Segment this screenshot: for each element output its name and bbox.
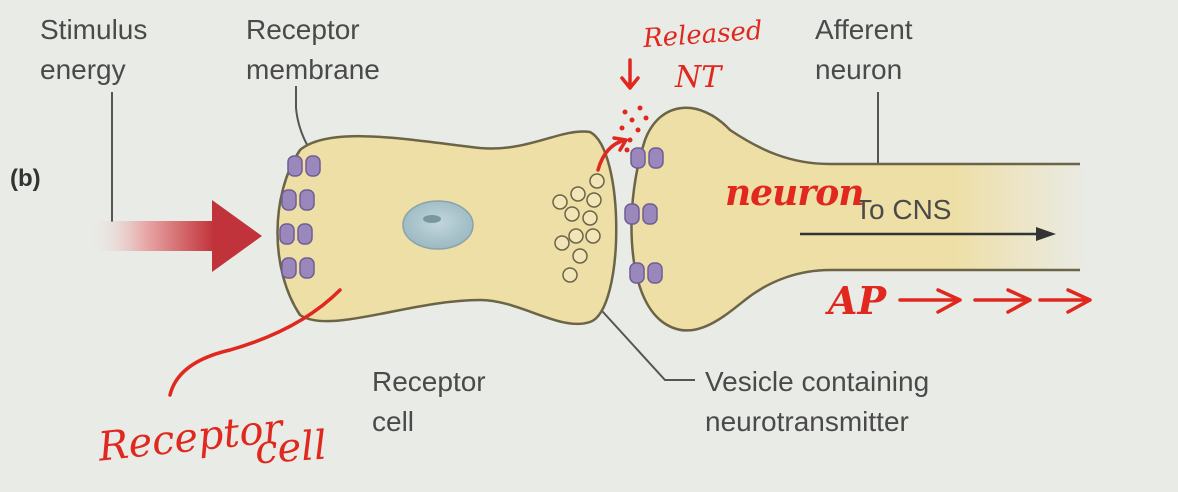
handwritten-annotations: [168, 58, 1092, 397]
receptor-proteins: [279, 155, 321, 279]
nucleus: [402, 200, 474, 250]
label-receptor-membrane: Receptor membrane: [246, 14, 380, 85]
vesicles: [552, 173, 605, 283]
label-vesicle: Vesicle containing neurotransmitter: [705, 366, 930, 437]
stimulus-arrow: [88, 200, 262, 272]
hand-cell: cell: [253, 422, 329, 474]
afferent-neuron-outline: [630, 106, 1080, 332]
label-afferent-neuron: Afferent neuron: [815, 14, 913, 85]
postsynaptic-receptors: [624, 147, 664, 284]
hand-nt: NT: [675, 60, 722, 95]
label-stimulus-energy: Stimulus energy: [40, 14, 148, 85]
hand-ap: AP: [828, 278, 887, 323]
vesicle-leader-line: [571, 277, 695, 381]
to-cns-arrow: [800, 227, 1056, 241]
panel-label: (b): [10, 165, 41, 192]
hand-neuron: neuron: [725, 172, 864, 214]
label-receptor-cell: Receptor cell: [372, 366, 486, 437]
nucleolus: [423, 215, 441, 223]
membrane-leader-line: [295, 86, 311, 151]
afferent-neuron-terminal: [631, 107, 1090, 331]
label-to-cns: To CNS: [855, 194, 952, 225]
